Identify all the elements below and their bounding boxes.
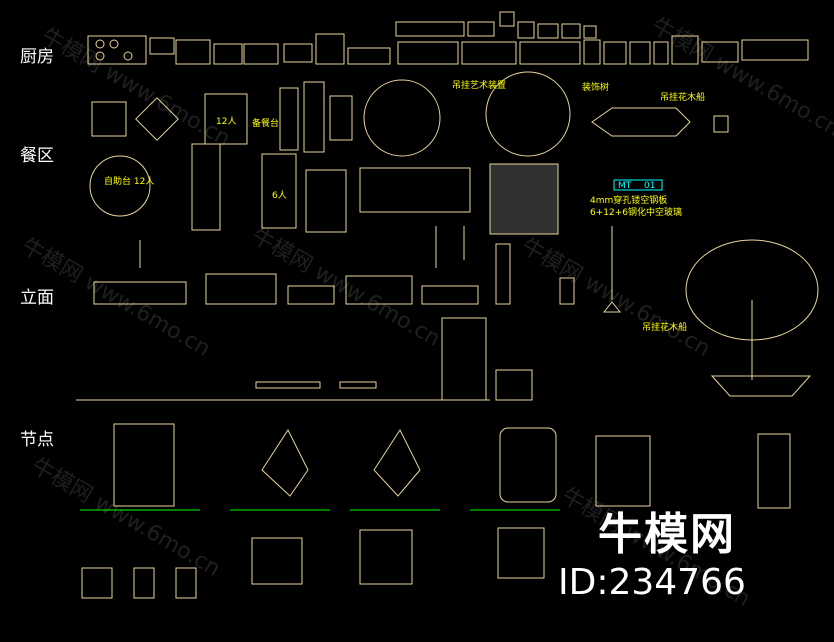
small-fixture [713, 115, 729, 133]
kitchen-counter [461, 41, 517, 65]
detail-section-3 [373, 428, 421, 497]
booth-elevation [359, 167, 471, 213]
kitchen-counter [175, 39, 211, 65]
label-buffet: 备餐台 [252, 117, 279, 129]
elevation-table [287, 285, 335, 305]
section-label-dining: 餐区 [20, 146, 54, 166]
sofa-plan [279, 87, 299, 151]
label-mt-code: MT [618, 181, 632, 191]
kitchen-counter [517, 21, 535, 39]
burner [95, 51, 105, 61]
kitchen-counter [395, 21, 465, 37]
kitchen-counter [537, 23, 559, 39]
mt-tag-box [613, 179, 663, 191]
detail-section-1 [113, 423, 175, 507]
elevation-booth [93, 281, 187, 305]
elevation-table [421, 285, 479, 305]
detail-small-1 [81, 567, 113, 599]
label-table-12: 12人 [216, 116, 236, 127]
detail-drawings [80, 423, 791, 599]
detail-small-3 [175, 567, 197, 599]
kitchen-counter [741, 39, 809, 61]
label-seat-6: 6人 [272, 190, 287, 201]
section-label-elevation: 立面 [20, 288, 54, 308]
detail-section-5 [595, 435, 651, 507]
kitchen-counter [499, 11, 515, 27]
kitchen-counter [213, 43, 243, 65]
table-elev [255, 381, 321, 389]
kitchen-counter [603, 41, 627, 65]
tall-cabinet-elev [441, 317, 487, 401]
pendant-cone [602, 301, 622, 313]
label-glass-spec-2: 6+12+6钢化中空玻璃 [590, 206, 682, 218]
label-hanging-wood: 吊挂花木船 [660, 91, 705, 103]
elevation-cabinet [495, 243, 511, 305]
table-elev [339, 381, 377, 389]
label-pendant-art: 吊挂艺术装置 [452, 79, 506, 91]
kitchen-counter [467, 21, 495, 37]
watermark-diagonal-4: 牛模网 www.6mo.cn [517, 234, 714, 362]
long-table-plan [261, 153, 297, 229]
hanging-boat-plan [591, 107, 691, 137]
label-mt-num: 01 [644, 181, 655, 191]
kitchen-counter [583, 39, 601, 65]
booth-plan [305, 169, 347, 233]
round-table-12 [89, 155, 151, 217]
sofa-plan [303, 81, 325, 153]
kitchen-counter [561, 23, 581, 39]
planter-boat [710, 375, 812, 397]
elevation-bar [345, 275, 413, 305]
label-tree: 装饰树 [582, 81, 609, 93]
kitchen-counter [629, 41, 651, 65]
section-label-kitchen: 厨房 [20, 47, 54, 67]
kitchen-counter [653, 41, 669, 65]
detail-lower-2 [359, 529, 413, 585]
burner [95, 39, 105, 49]
kitchen-counter [347, 47, 391, 65]
section-label-detail: 节点 [20, 430, 54, 450]
kitchen-plans [87, 11, 809, 65]
burner [109, 39, 119, 49]
detail-small-2 [133, 567, 155, 599]
kitchen-counter [315, 33, 345, 65]
detail-lower-1 [251, 537, 303, 585]
elevation-drawings [76, 226, 819, 401]
watermark-brand: 牛模网 [598, 509, 736, 560]
detail-section-2 [261, 428, 309, 497]
watermark-id: ID:234766 [558, 562, 746, 603]
table-12-plan [204, 93, 248, 145]
label-round-table: 自助台 12人 [104, 175, 154, 187]
kitchen-counter [701, 41, 739, 63]
chair-set [91, 101, 127, 137]
chair-set-rotated [135, 97, 179, 141]
kitchen-counter [149, 37, 175, 55]
label-elev-wood: 吊挂花木船 [642, 321, 687, 333]
kitchen-counter [243, 43, 279, 65]
detail-section-4 [499, 427, 557, 503]
annotation-text: 吊挂艺术装置 装饰树 吊挂花木船 12人 备餐台 自助台 12人 6人 MT 0… [104, 79, 705, 333]
decor-tree-plan [485, 71, 571, 157]
kitchen-counter [583, 25, 597, 39]
burner [123, 51, 133, 61]
detail-section-6 [757, 433, 791, 509]
long-table-plan [191, 143, 221, 231]
kitchen-counter [283, 43, 313, 63]
kitchen-counter [519, 41, 581, 65]
kitchen-counter [397, 41, 459, 65]
perforated-panel [489, 163, 559, 235]
door-elev [495, 369, 533, 401]
kitchen-stove-block [87, 35, 147, 65]
label-glass-spec-1: 4mm穿孔镂空钢板 [590, 194, 667, 206]
dining-plans [89, 71, 729, 235]
elevation-booth [205, 273, 277, 305]
kitchen-counter [671, 35, 699, 65]
watermark-diagonal-6: 牛模网 www.6mo.cn [27, 454, 224, 582]
elevation-chair [559, 277, 575, 305]
pendant-art-plan [363, 79, 441, 157]
detail-lower-3 [497, 527, 545, 579]
watermark-diagonal-5: 牛模网 www.6mo.cn [647, 14, 834, 142]
sofa-plan [329, 95, 353, 141]
